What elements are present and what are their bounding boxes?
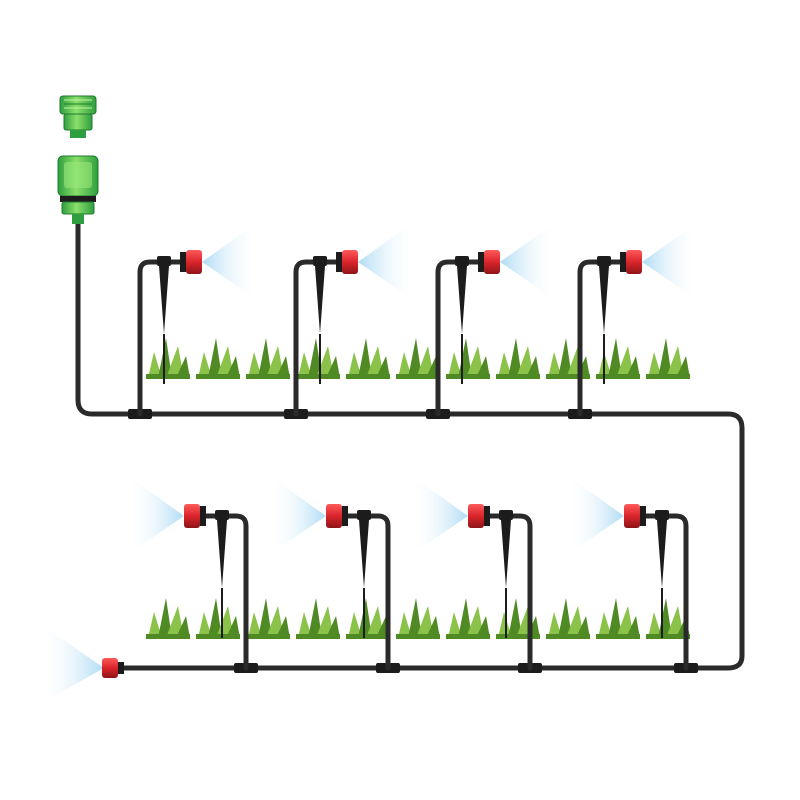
sprinkler-stake-icon [568,222,698,419]
nozzle-icon [478,250,500,274]
sprinkler-stake-icon [270,476,400,673]
grass-icon [546,338,590,379]
mist-spray-icon [128,476,184,550]
grass-strip-top [146,338,690,379]
grass-icon [646,338,690,379]
mist-spray-icon [358,222,414,296]
grass-icon [296,598,340,639]
mist-spray-icon [568,476,624,550]
mist-spray-icon [202,222,258,296]
nozzle-icon [624,504,646,528]
nozzle-icon [180,250,202,274]
sprinkler-stake-icon [426,222,556,419]
grass-icon [496,338,540,379]
grass-icon [646,598,690,639]
grass-icon [346,338,390,379]
grass-icon [596,338,640,379]
grass-icon [196,598,240,639]
grass-icon [396,598,440,639]
sprinkler-stake-icon [128,476,258,673]
nozzle-icon [326,504,348,528]
sprinkler-stake-icon [284,222,414,419]
mist-spray-icon [40,628,104,704]
mist-spray-icon [412,476,468,550]
grass-icon [146,598,190,639]
mist-spray-icon [270,476,326,550]
mist-spray-icon [500,222,556,296]
main-hose [75,219,745,671]
grass-icon [496,598,540,639]
grass-icon [246,338,290,379]
nozzle-icon [620,250,642,274]
grass-icon [246,598,290,639]
grass-icon [346,598,390,639]
sprinkler-stake-icon [128,222,258,419]
faucet-adapter-icon [59,95,97,138]
grass-icon [196,338,240,379]
end-plug-icon [40,628,124,704]
nozzle-icon [184,504,206,528]
sprinkler-group [128,222,698,673]
grass-icon [146,338,190,379]
nozzle-icon [336,250,358,274]
sprinkler-stake-icon [568,476,698,673]
grass-icon [296,338,340,379]
nozzle-icon [468,504,490,528]
grass-icon [446,338,490,379]
sprinkler-stake-icon [412,476,542,673]
grass-icon [446,598,490,639]
grass-icon [396,338,440,379]
grass-icon [546,598,590,639]
mist-spray-icon [642,222,698,296]
grass-strip-bottom [146,598,690,639]
grass-icon [596,598,640,639]
hose-connector-icon [57,155,99,224]
